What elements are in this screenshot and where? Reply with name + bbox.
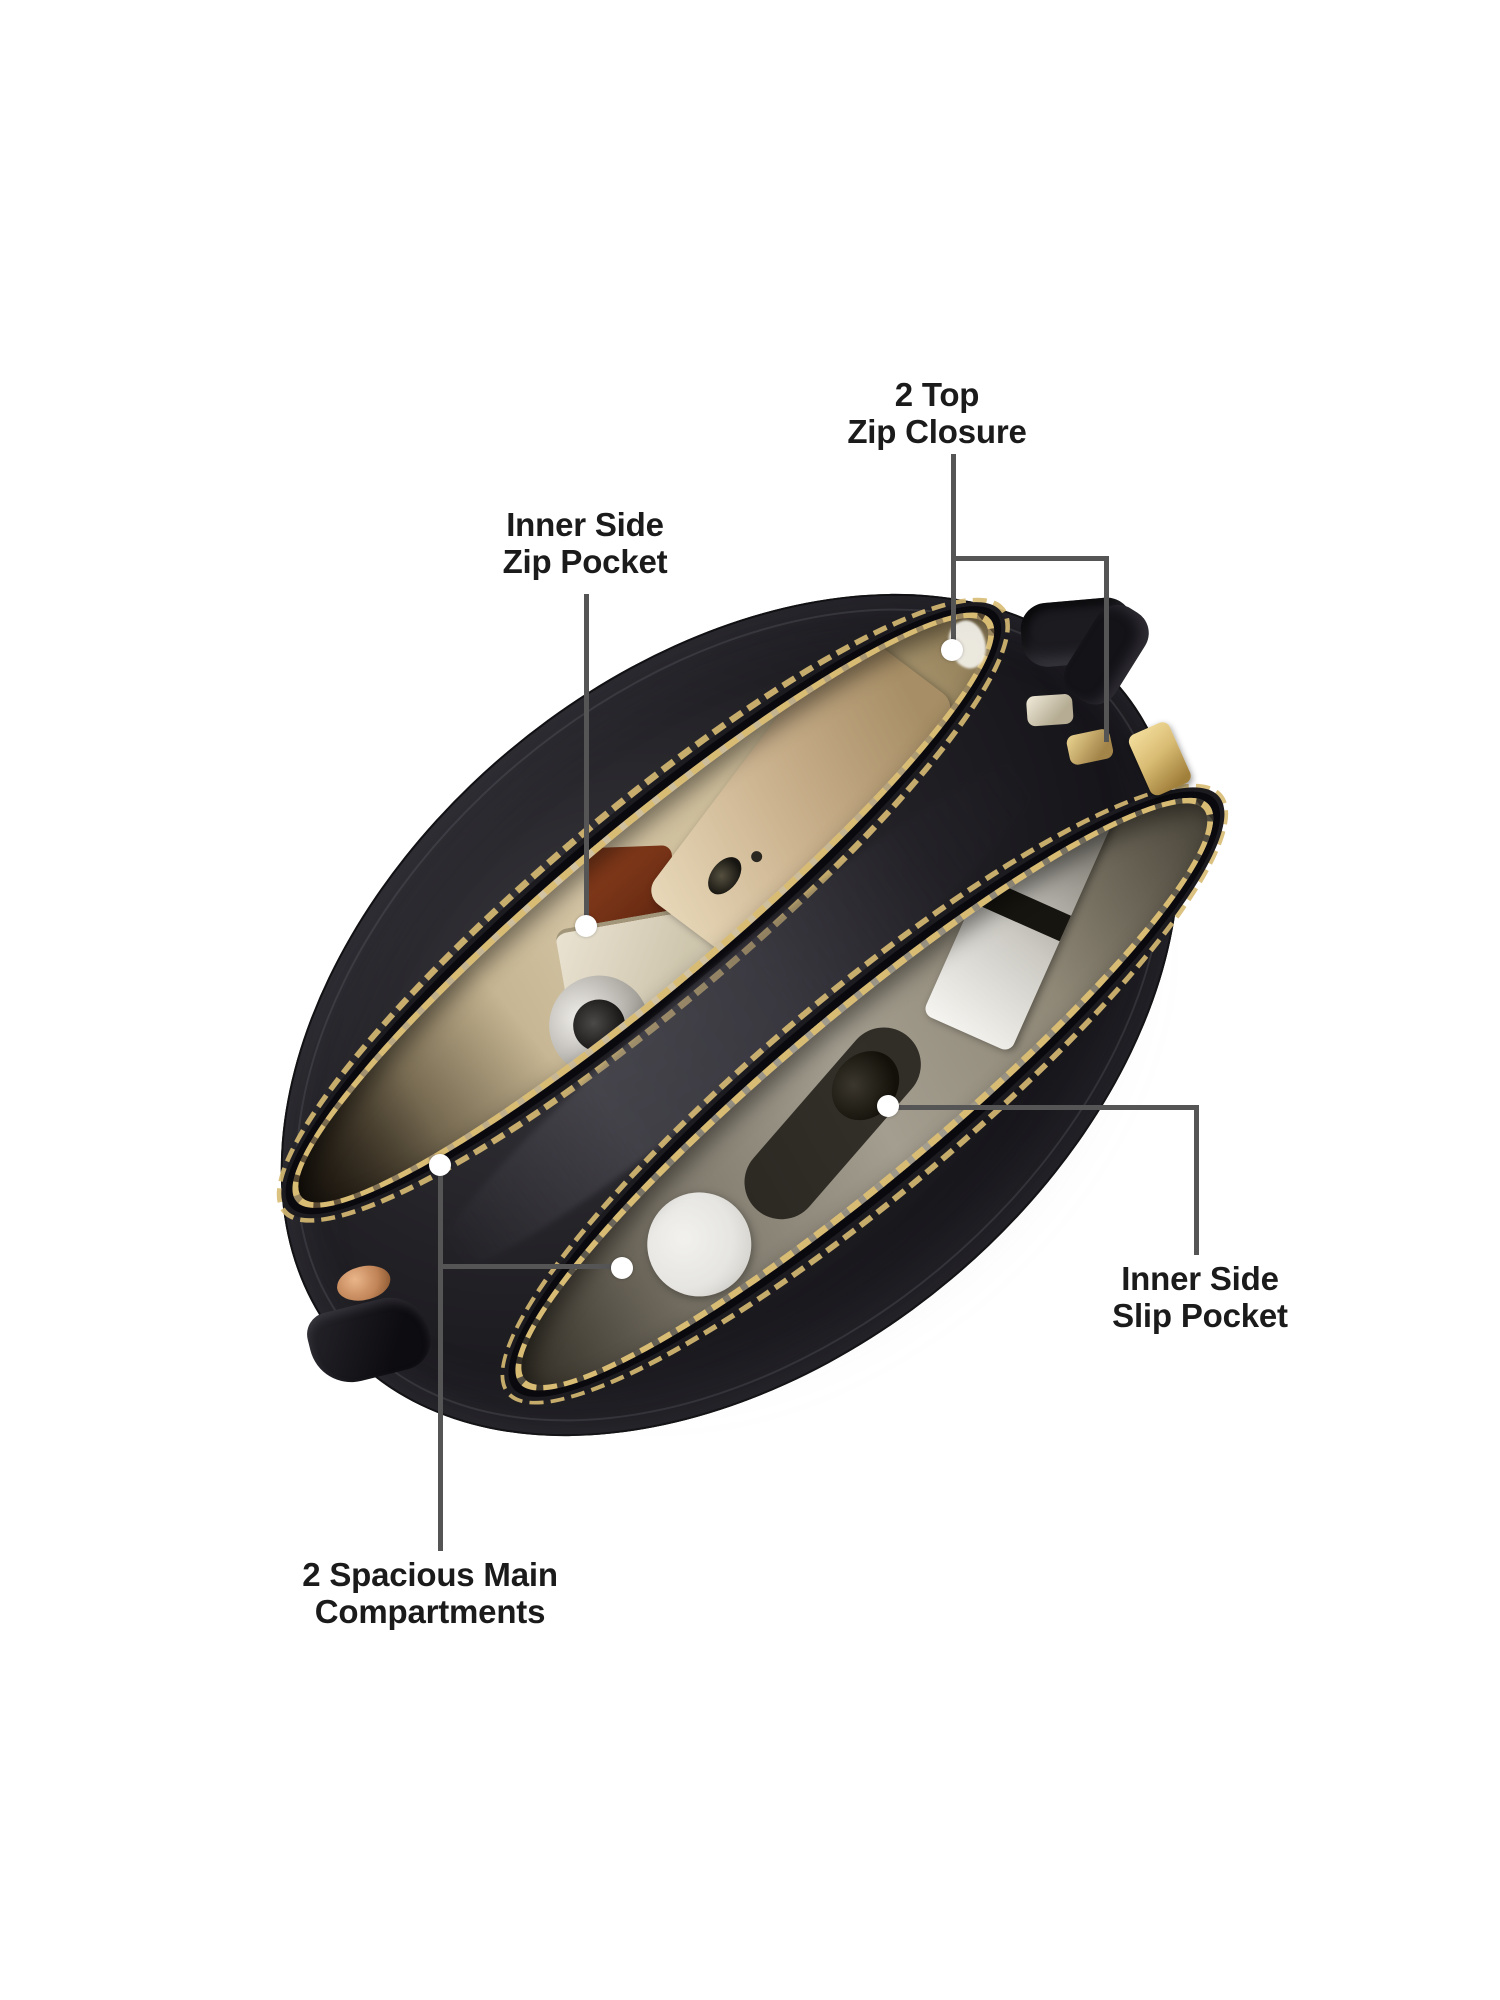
crossbody-bag — [117, 422, 1343, 1608]
callout-label-inner-side-slip-pocket: Inner Side Slip Pocket — [1030, 1260, 1370, 1334]
callout-dot-top-zip — [941, 639, 963, 661]
callout-dot-zip-pocket — [575, 915, 597, 937]
leader-line-compartments-branch — [440, 1264, 624, 1269]
leader-line-slip-pocket-vertical — [1194, 1105, 1199, 1255]
callout-text-line: 2 Top — [894, 376, 980, 413]
phone-flash — [748, 848, 765, 865]
leader-line-slip-pocket-horizontal — [888, 1105, 1199, 1110]
leader-line-top-zip-branch-vertical — [1104, 556, 1109, 742]
leader-line-top-zip-vertical — [951, 454, 956, 652]
callout-text-line: Zip Pocket — [502, 543, 668, 580]
callout-text-line: Zip Closure — [847, 413, 1027, 450]
sunglasses-lens — [817, 1037, 914, 1134]
callout-label-main-compartments: 2 Spacious Main Compartments — [260, 1556, 600, 1630]
callout-dot-slip-pocket — [877, 1095, 899, 1117]
callout-label-top-zip-closure: 2 Top Zip Closure — [767, 376, 1107, 450]
leader-line-top-zip-branch — [951, 556, 1109, 561]
callout-dot-compartment-2 — [611, 1257, 633, 1279]
callout-text-line: Inner Side — [1121, 1260, 1279, 1297]
callout-text-line: Slip Pocket — [1112, 1297, 1288, 1334]
callout-text-line: 2 Spacious Main — [302, 1556, 558, 1593]
callout-text-line: Compartments — [314, 1593, 546, 1630]
callout-dot-compartment-1 — [429, 1154, 451, 1176]
leader-line-compartments-vertical — [438, 1165, 443, 1551]
callout-label-inner-side-zip-pocket: Inner Side Zip Pocket — [415, 506, 755, 580]
leader-line-zip-pocket — [584, 594, 589, 927]
callout-text-line: Inner Side — [506, 506, 664, 543]
cosmetic-item — [585, 845, 676, 961]
phone-camera — [701, 850, 749, 901]
